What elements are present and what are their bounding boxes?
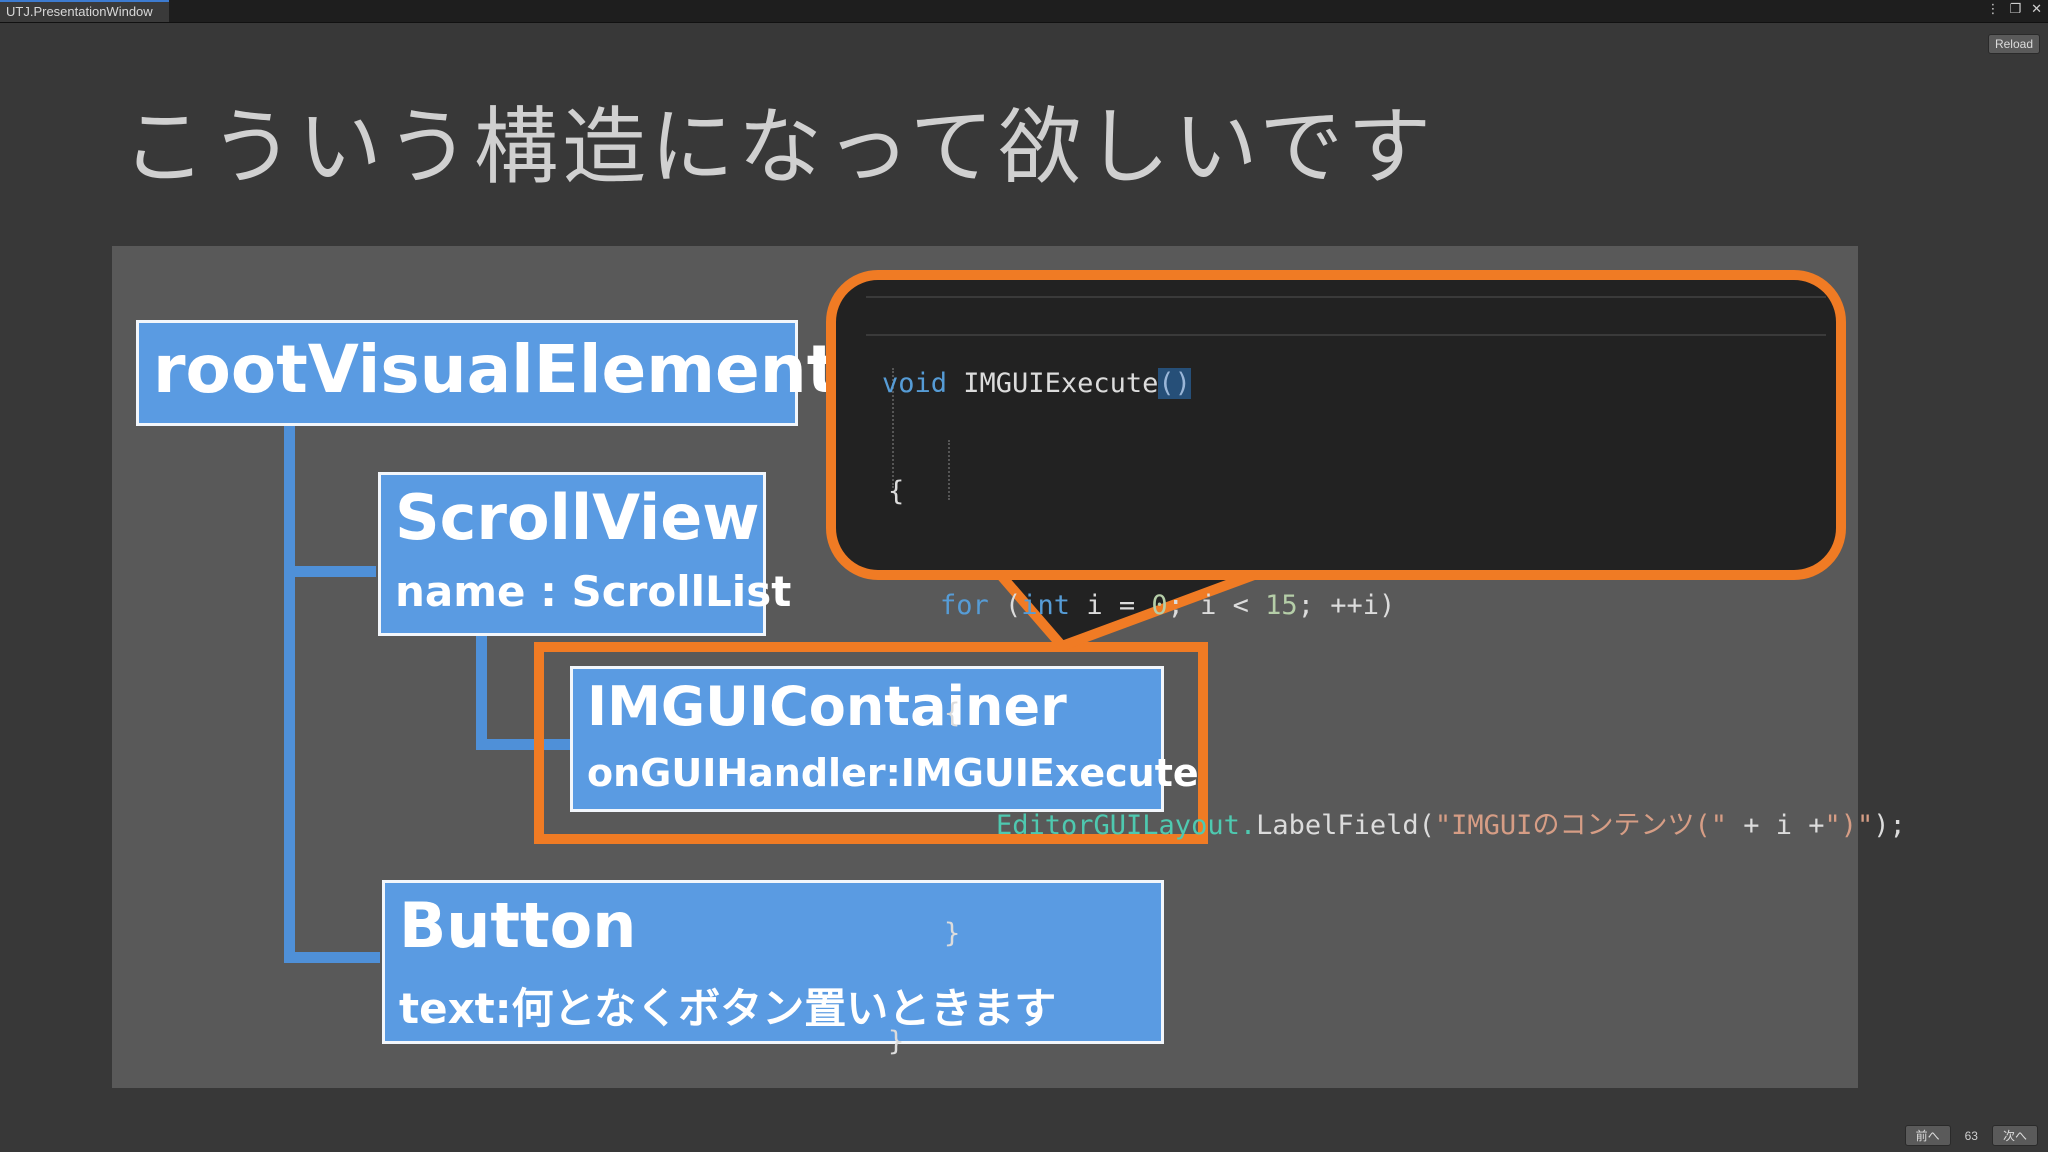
code-token-string: ")" [1824, 810, 1874, 841]
code-line-2: { [882, 474, 1824, 510]
slide-navigation: 前へ 63 次へ [1904, 1125, 2038, 1146]
tree-line-to-imgui [476, 739, 576, 750]
imgui-highlight-frame [534, 642, 1208, 844]
node-scrollview: ScrollView name : ScrollList [378, 472, 791, 636]
code-token-for: for [940, 590, 989, 621]
code-token-void: void [882, 368, 948, 399]
code-token-method-name: IMGUIExecute [947, 368, 1159, 399]
code-token-brace: } [888, 1026, 905, 1057]
code-line-5: EditorGUILayout.LabelField("IMGUIのコンテンツ(… [882, 808, 1906, 844]
code-line-4: { [882, 696, 1824, 732]
code-token: ; i < [1167, 590, 1266, 621]
code-token: ); [1873, 810, 1906, 841]
code-token-parens: () [1158, 368, 1191, 399]
tree-line-to-scrollview [284, 566, 376, 577]
node-imgui-handler: onGUIHandler:IMGUIExecute [587, 751, 1199, 795]
node-button-text: text:何となくボタン置いときます [399, 984, 1057, 1033]
maximize-icon[interactable]: ❐ [2009, 2, 2022, 17]
node-button: Button text:何となくボタン置いときます [382, 880, 1164, 1044]
window-controls: ⋮ ❐ ✕ [1986, 2, 2042, 18]
node-button-label: Button [399, 889, 637, 962]
node-root-label: rootVisualElement [153, 331, 839, 408]
node-root-visual-element: rootVisualElement [136, 320, 838, 426]
code-token: i = [1070, 590, 1152, 621]
code-token-brace: { [944, 698, 961, 729]
code-line-1: void IMGUIExecute() [882, 366, 1824, 402]
prev-slide-button[interactable]: 前へ [1904, 1125, 1951, 1146]
code-token-string: "IMGUIのコンテンツ(" [1434, 810, 1727, 841]
page-number: 63 [1964, 1128, 1978, 1143]
node-scrollview-label: ScrollView [395, 481, 760, 554]
indent-guide-inner [948, 440, 950, 500]
code-token-brace: } [944, 918, 961, 949]
code-token-class: EditorGUILayout. [996, 810, 1257, 841]
code-token-method: LabelField( [1256, 810, 1435, 841]
slide-title: こういう構造になって欲しいです [122, 98, 1436, 196]
close-icon[interactable]: ✕ [2031, 2, 2042, 17]
reload-button[interactable]: Reload [1987, 34, 2040, 54]
kebab-menu-icon[interactable]: ⋮ [1986, 2, 2000, 17]
code-token-brace: { [888, 476, 905, 507]
code-bubble: void IMGUIExecute() { for (int i = 0; i … [826, 270, 1906, 1057]
code-block: void IMGUIExecute() { for (int i = 0; i … [882, 294, 1906, 1132]
node-imgui-label: IMGUIContainer [587, 675, 1067, 738]
code-line-3: for (int i = 0; i < 15; ++i) [882, 588, 1824, 624]
code-line-7: } [882, 1024, 1824, 1060]
window-tab[interactable]: UTJ.PresentationWindow [0, 0, 169, 22]
node-imgui-container: IMGUIContainer onGUIHandler:IMGUIExecute [570, 666, 1199, 812]
node-scrollview-name: name : ScrollList [395, 567, 792, 616]
code-token: ( [988, 590, 1022, 621]
next-slide-button[interactable]: 次へ [1991, 1125, 2038, 1146]
code-line-6: } [882, 916, 1824, 952]
tree-line-root-vertical [284, 424, 295, 962]
current-line-highlight [866, 296, 1826, 336]
code-token-int: int [1021, 590, 1071, 621]
code-token: + i + [1726, 810, 1825, 841]
tree-line-to-button [284, 952, 380, 963]
code-token: ; ++i) [1297, 590, 1396, 621]
code-token-number: 0 [1151, 590, 1168, 621]
window-titlebar: UTJ.PresentationWindow ⋮ ❐ ✕ [0, 0, 2048, 23]
indent-guide-outer [892, 368, 894, 488]
tree-line-scrollview-vertical [476, 634, 487, 750]
code-token-number: 15 [1265, 590, 1298, 621]
